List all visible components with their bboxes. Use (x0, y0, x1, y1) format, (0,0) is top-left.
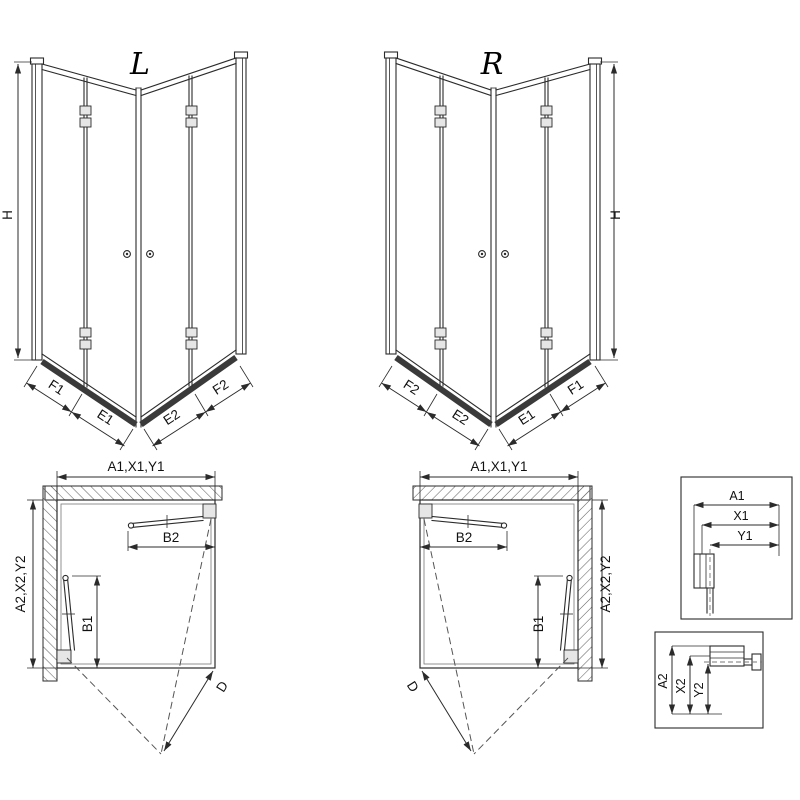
detail-label-y2: Y2 (692, 682, 706, 697)
plan-view-left: A1,X1,Y1 A2,X2,Y2 B2 B1 D (13, 459, 231, 754)
detail-box-a1: A1 X1 Y1 (680, 476, 793, 620)
detail-label-y1: Y1 (737, 529, 752, 543)
view-label-right: R (480, 47, 504, 82)
dim-label-a2x2y2-right: A2,X2,Y2 (598, 555, 613, 612)
dim-label-h-left: H (0, 210, 15, 220)
dim-label-b1-left: B1 (80, 616, 95, 633)
iso-view-right: R H F2 E2 E1 F1 (379, 47, 623, 450)
dim-label-b2-right: B2 (456, 530, 473, 545)
dim-label-f1: F1 (46, 377, 67, 398)
dim-label-f1-r: F1 (565, 377, 586, 398)
plan-left-drawing (27, 471, 222, 754)
dim-label-d-right: D (404, 679, 422, 695)
dim-label-b2-left: B2 (163, 530, 180, 545)
wall-profile-section-bottom (704, 645, 762, 671)
dim-label-f2: F2 (210, 377, 231, 398)
view-label-left: L (129, 47, 150, 82)
dim-label-b1-right: B1 (531, 616, 546, 633)
iso-view-left: L H F1 E1 E2 F2 (0, 47, 253, 450)
detail-label-x2: X2 (674, 678, 688, 693)
plan-view-right: A1,X1,Y1 A2,X2,Y2 B2 B1 D (404, 459, 613, 754)
dim-label-f2-r: F2 (401, 377, 422, 398)
dim-label-h-right: H (608, 210, 623, 220)
dim-label-a2x2y2-left: A2,X2,Y2 (13, 555, 28, 612)
detail-label-x1: X1 (733, 509, 748, 523)
detail-label-a2: A2 (656, 673, 670, 688)
wall-profile-section-top (693, 549, 715, 616)
dim-label-d-left: D (213, 678, 231, 694)
plan-right-drawing (413, 471, 608, 754)
dim-label-a1x1y1-left: A1,X1,Y1 (107, 459, 164, 474)
detail-label-a1: A1 (729, 489, 744, 503)
dim-label-a1x1y1-right: A1,X1,Y1 (470, 459, 527, 474)
detail-box-a2: A2 X2 Y2 (654, 631, 764, 729)
